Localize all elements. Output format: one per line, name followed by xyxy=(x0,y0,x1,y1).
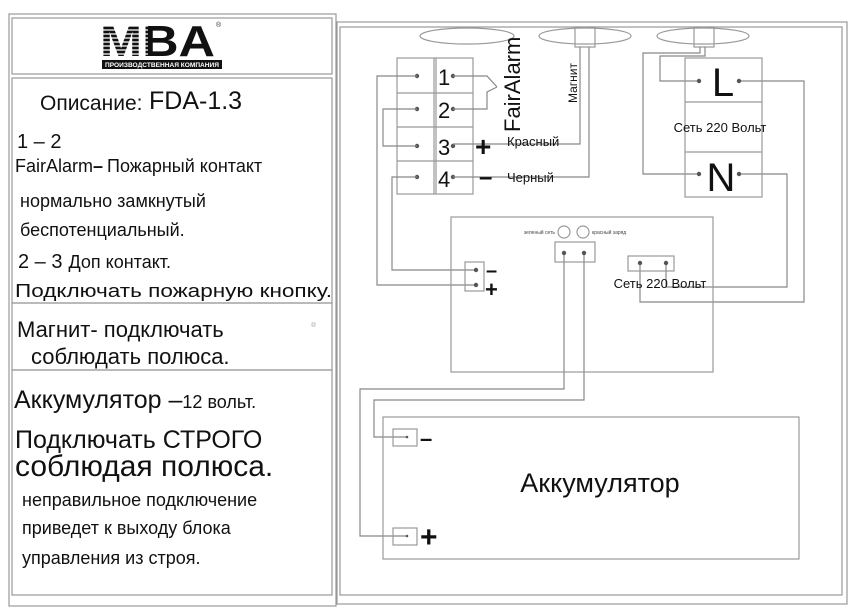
battery-plus: + xyxy=(420,521,438,554)
wires xyxy=(359,47,805,537)
logo-box xyxy=(11,17,333,75)
mains-gland xyxy=(693,26,715,48)
terminal-2: 2 xyxy=(438,98,450,123)
svg-text:®: ® xyxy=(216,21,222,29)
fairalarm-desc-line: FairAlarm–Пожарный контакт xyxy=(15,156,262,176)
magnet-note-line1: Магнит- подключать xyxy=(17,317,224,342)
black-wire-label: Черный xyxy=(507,170,554,185)
magnet-gland xyxy=(574,26,596,48)
desc-line-2: нормально замкнутый xyxy=(20,191,206,211)
cable-entry-magnet xyxy=(538,27,632,45)
battery-note-line2: Подключать СТРОГО xyxy=(15,426,262,454)
marker-dot xyxy=(311,322,316,327)
model-name: FDA-1.3 xyxy=(149,87,242,115)
mains-terminal-block xyxy=(684,57,763,198)
battery xyxy=(382,416,800,560)
plus-sign: + xyxy=(475,131,491,162)
battery-note-line4: неправильное подключение xyxy=(22,490,257,510)
red-wire-label: Красный xyxy=(507,134,559,149)
battery-plus-terminal xyxy=(392,527,418,546)
description-label: Описание: xyxy=(40,92,142,115)
green-led-label: зеленый сеть xyxy=(524,229,555,236)
terminal-1: 1 xyxy=(438,65,450,90)
minus-sign: – xyxy=(479,164,492,191)
mains-label: Сеть 220 Вольт xyxy=(674,120,767,135)
fairalarm-label: FairAlarm xyxy=(500,37,525,132)
red-led-label: красный заряд xyxy=(592,229,626,236)
control-board xyxy=(450,216,714,373)
board-mains-connector xyxy=(627,255,675,272)
battery-note-line5: приведет к выходу блока xyxy=(22,518,232,538)
desc-line-5: Подключать пожарную кнопку. xyxy=(15,281,332,301)
diagram-frame xyxy=(339,26,843,596)
terminal-3: 3 xyxy=(438,135,450,160)
green-led-icon xyxy=(557,225,571,239)
alarm-terminal-block xyxy=(396,57,474,195)
board-mains-label: Сеть 220 Вольт xyxy=(614,276,707,291)
magnet-label: Магнит xyxy=(566,62,580,103)
cable-entry-mains xyxy=(656,27,750,45)
battery-minus-terminal xyxy=(392,428,418,447)
terminal-4: 4 xyxy=(438,167,450,192)
mains-L: L xyxy=(712,61,734,105)
battery-note-box xyxy=(11,369,333,596)
battery-note-line6: управления из строя. xyxy=(22,548,201,568)
diagram-outer-frame xyxy=(336,21,848,605)
magnet-note-line2: соблюдать полюса. xyxy=(31,344,230,369)
battery-note-title: Аккумулятор –12 вольт. xyxy=(14,386,256,414)
battery-output-connector xyxy=(554,241,596,263)
cable-entry-fairalarm xyxy=(419,27,515,45)
mains-N: N xyxy=(707,156,736,200)
battery-note-line3: соблюдая полюса. xyxy=(15,450,273,483)
battery-label: Аккумулятор xyxy=(520,468,679,498)
board-plus: + xyxy=(485,277,498,302)
board-minus: – xyxy=(486,260,497,282)
mba-logo: MBA ® ПРОИЗВОДСТВЕННАЯ КОМПАНИЯ xyxy=(100,17,222,69)
desc-line-3: беспотенциальный. xyxy=(20,220,185,240)
board-dc-connector xyxy=(464,261,485,292)
pair-1-2: 1 – 2 xyxy=(17,131,61,153)
left-panel-frame xyxy=(8,13,337,607)
red-led-icon xyxy=(576,225,590,239)
battery-minus: – xyxy=(420,426,432,451)
svg-text:ПРОИЗВОДСТВЕННАЯ КОМПАНИЯ: ПРОИЗВОДСТВЕННАЯ КОМПАНИЯ xyxy=(105,63,219,69)
